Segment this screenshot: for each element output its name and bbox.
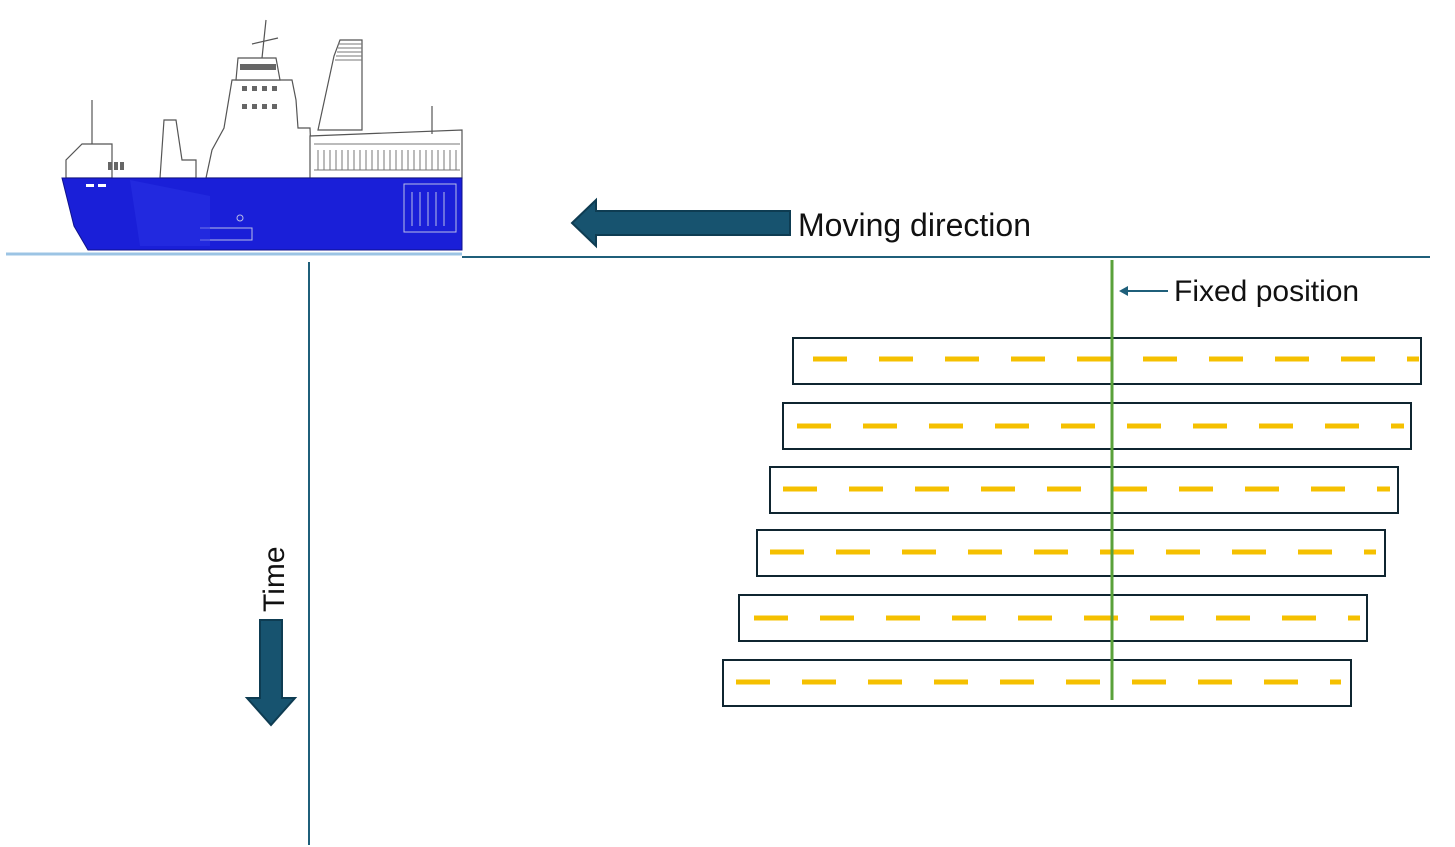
record-3 bbox=[769, 466, 1399, 514]
fixed-position-label: Fixed position bbox=[1174, 275, 1359, 308]
small-left-arrow-icon bbox=[1119, 286, 1168, 296]
time-label: Time bbox=[258, 546, 291, 612]
left-arrow-icon bbox=[570, 197, 791, 249]
down-arrow-icon bbox=[244, 619, 298, 727]
record-box bbox=[792, 337, 1422, 385]
record-1 bbox=[792, 337, 1422, 385]
ro-ro-ferry-ship-icon bbox=[61, 19, 463, 251]
ship-hull bbox=[61, 177, 463, 251]
record-box bbox=[756, 529, 1386, 577]
record-6 bbox=[722, 659, 1352, 707]
record-5 bbox=[738, 594, 1368, 642]
moving-direction-label: Moving direction bbox=[798, 207, 1031, 243]
record-box bbox=[782, 402, 1412, 450]
record-2 bbox=[782, 402, 1412, 450]
record-box bbox=[722, 659, 1352, 707]
record-4 bbox=[756, 529, 1386, 577]
record-box bbox=[738, 594, 1368, 642]
record-box bbox=[769, 466, 1399, 514]
